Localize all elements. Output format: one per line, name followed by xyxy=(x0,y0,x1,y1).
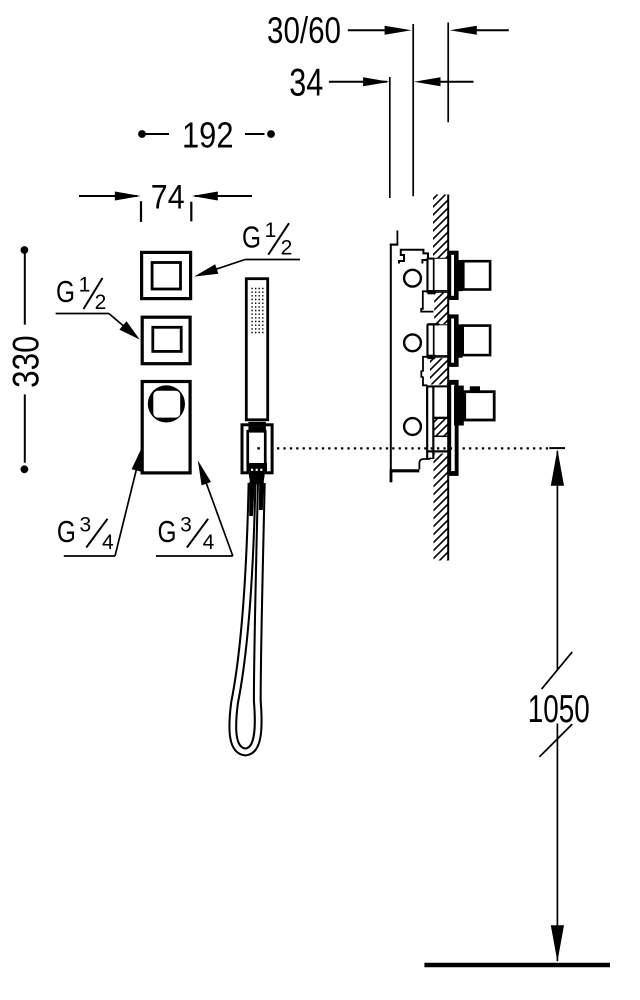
svg-text:330: 330 xyxy=(6,335,47,388)
svg-text:3: 3 xyxy=(80,513,92,536)
svg-text:1: 1 xyxy=(79,274,91,297)
svg-text:1050: 1050 xyxy=(528,688,590,731)
svg-text:G: G xyxy=(242,220,261,255)
svg-text:2: 2 xyxy=(95,291,107,314)
svg-text:3: 3 xyxy=(180,513,192,536)
svg-text:1: 1 xyxy=(265,219,277,242)
svg-text:G: G xyxy=(158,514,177,549)
svg-text:34: 34 xyxy=(289,61,323,104)
svg-text:G: G xyxy=(56,274,75,309)
svg-text:74: 74 xyxy=(151,178,185,216)
svg-text:G: G xyxy=(57,514,76,549)
svg-text:4: 4 xyxy=(203,531,215,554)
svg-text:192: 192 xyxy=(182,114,234,155)
svg-text:30/60: 30/60 xyxy=(267,9,341,51)
svg-text:4: 4 xyxy=(102,531,114,554)
svg-text:2: 2 xyxy=(281,237,293,260)
